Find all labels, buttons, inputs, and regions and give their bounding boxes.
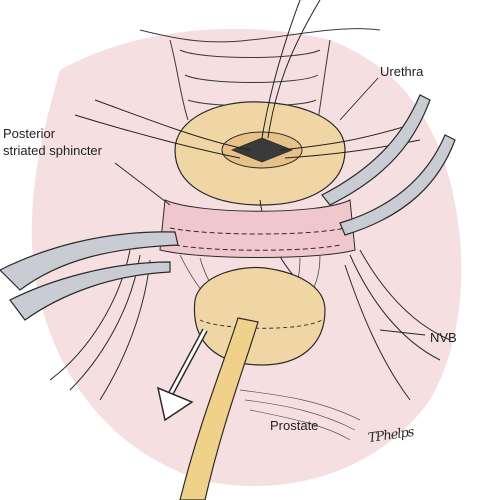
prostate-apex (193, 266, 326, 366)
urethral-opening (230, 137, 294, 163)
posterior-sphincter (159, 199, 356, 258)
prostate-body (239, 389, 361, 441)
label-posterior: Posterior (3, 126, 56, 141)
forceps-right-lower (339, 134, 456, 236)
sphincter-dashed-line-1 (169, 227, 346, 235)
label-prostate: Prostate (270, 418, 319, 433)
forceps-right-icon (321, 94, 431, 206)
leader-lines (114, 77, 426, 336)
sphincter-dashed-line-2 (174, 244, 341, 251)
label-striated-sphincter: striated sphincter (3, 143, 102, 158)
forceps-left-icon (0, 231, 179, 291)
traction-arrow-icon (156, 328, 208, 422)
nvb-right (344, 249, 451, 401)
label-urethra: Urethra (380, 64, 424, 79)
catheter-icon (179, 317, 259, 500)
label-nvb: NVB (430, 330, 457, 345)
prostate-dashed-rim (199, 319, 323, 329)
forceps-left-lower (9, 261, 171, 321)
dorsal-tissue (139, 28, 381, 121)
